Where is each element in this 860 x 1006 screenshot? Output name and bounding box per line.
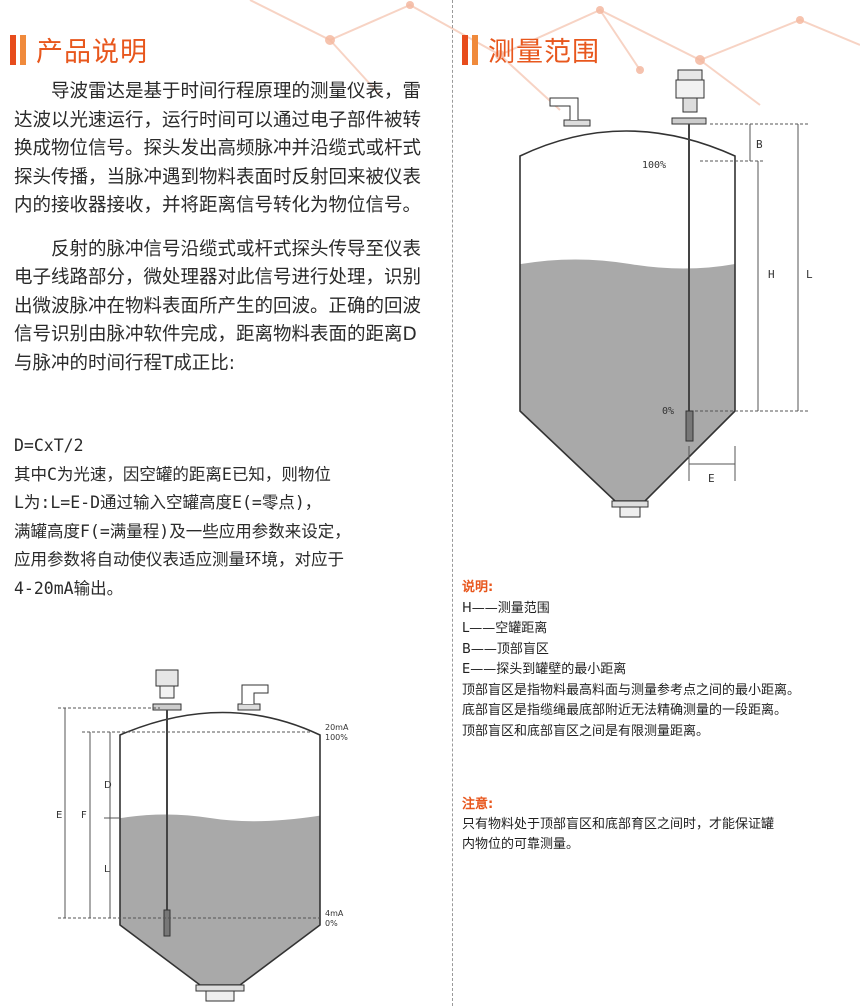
network-decoration bbox=[249, 0, 860, 111]
formula-block: D=CxT/2 其中C为光速，因空罐的距离E已知，则物位 L为:L=E-D通过输… bbox=[14, 432, 444, 603]
notes-title: 说明: bbox=[462, 580, 494, 595]
formula-line: L为:L=E-D通过输入空罐高度E(=零点)， bbox=[14, 493, 322, 512]
formula-line: 4-20mA输出。 bbox=[14, 578, 124, 598]
measurement-range-title: 测量范围 bbox=[488, 37, 600, 68]
note-line: E——探头到罐壁的最小距离 bbox=[462, 662, 627, 677]
heading-accent-bars bbox=[462, 34, 478, 65]
tank-outline bbox=[119, 711, 321, 986]
label-B: B bbox=[756, 138, 763, 151]
measurement-range-heading: 测量范围 bbox=[462, 30, 600, 69]
label-L: L bbox=[104, 864, 110, 875]
probe-weight bbox=[685, 410, 694, 442]
note-line: H——测量范围 bbox=[462, 600, 550, 616]
heading-accent-bars bbox=[10, 34, 26, 65]
note-line: 顶部盲区是指物料最高料面与测量参考点之间的最小距离。 bbox=[462, 682, 801, 698]
label-F: F bbox=[81, 810, 87, 821]
radar-instrument-icon bbox=[152, 669, 182, 711]
note-line: L——空罐距离 bbox=[462, 621, 548, 636]
formula-line: 其中C为光速，因空罐的距离E已知，则物位 bbox=[14, 464, 331, 484]
label-E: E bbox=[56, 810, 62, 821]
label-100pct: 100% bbox=[325, 733, 348, 742]
inlet-pipe-icon bbox=[237, 684, 269, 711]
label-0pct: 0% bbox=[662, 406, 674, 417]
formula-line: 应用参数将自动使仪表适应测量环境，对应于 bbox=[14, 550, 344, 569]
notice-line: 只有物料处于顶部盲区和底部育区之间时，才能保证罐 bbox=[462, 817, 775, 832]
label-L: L bbox=[806, 268, 813, 281]
note-line: 底部盲区是指缆绳最底部附近无法精确测量的一段距离。 bbox=[462, 703, 788, 718]
notice-title: 注意: bbox=[462, 797, 494, 812]
note-line: B——顶部盲区 bbox=[462, 641, 549, 657]
label-0pct: 0% bbox=[325, 919, 338, 928]
probe-weight bbox=[163, 909, 171, 937]
legend-notes: 说明: H——测量范围 L——空罐距离 B——顶部盲区 E——探头到罐壁的最小距… bbox=[462, 578, 857, 742]
notice-block: 注意: 只有物料处于顶部盲区和底部育区之间时，才能保证罐 内物位的可靠测量。 bbox=[462, 795, 857, 855]
label-H: H bbox=[768, 268, 775, 281]
label-4ma: 4mA bbox=[325, 909, 344, 918]
tank-outline bbox=[519, 130, 736, 502]
column-divider bbox=[452, 0, 453, 1006]
note-line: 顶部盲区和底部盲区之间是有限测量距离。 bbox=[462, 723, 710, 739]
inlet-pipe-icon bbox=[549, 97, 591, 127]
label-E: E bbox=[708, 472, 715, 485]
right-tank-diagram: B H L E 100% 0% bbox=[519, 69, 813, 518]
material-fill bbox=[120, 814, 320, 985]
product-description-body: 导波雷达是基于时间行程原理的测量仪表，雷达波以光速运行，运行时间可以通过电子部件… bbox=[14, 78, 434, 378]
label-100pct: 100% bbox=[642, 160, 666, 171]
formula-line: D=CxT/2 bbox=[14, 436, 84, 455]
label-20ma: 20mA bbox=[325, 723, 349, 732]
paragraph-processing: 反射的脉冲信号沿缆式或杆式探头传导至仪表电子线路部分，微处理器对此信号进行处理，… bbox=[14, 238, 422, 374]
product-description-title: 产品说明 bbox=[36, 37, 148, 68]
radar-instrument-icon bbox=[671, 69, 707, 125]
product-description-heading: 产品说明 bbox=[10, 30, 148, 69]
label-D: D bbox=[104, 780, 112, 791]
notice-line: 内物位的可靠测量。 bbox=[462, 837, 580, 852]
formula-line: 满罐高度F(=满量程)及一些应用参数来设定， bbox=[14, 521, 351, 541]
material-fill bbox=[520, 259, 735, 501]
left-tank-diagram: E F D L 20mA 100% 4mA 0% bbox=[56, 669, 349, 1002]
paragraph-principle: 导波雷达是基于时间行程原理的测量仪表，雷达波以光速运行，运行时间可以通过电子部件… bbox=[14, 81, 422, 216]
